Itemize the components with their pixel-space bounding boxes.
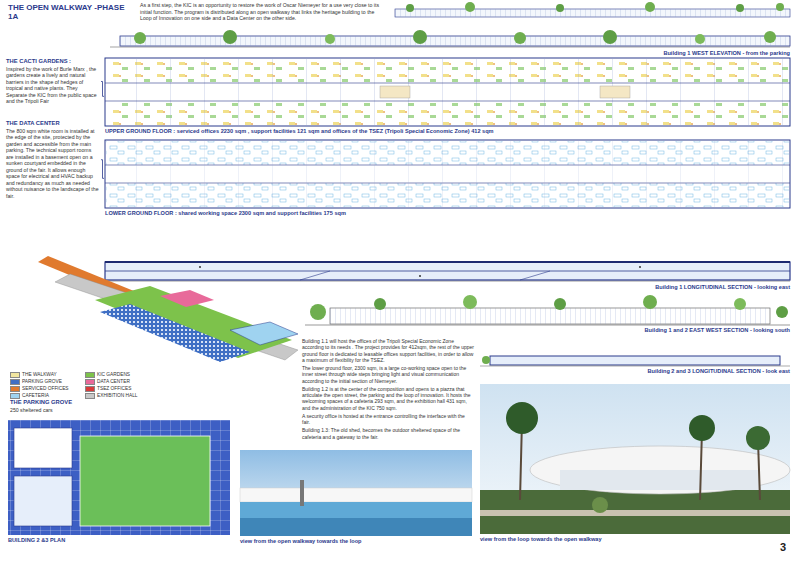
legend-row: KIC GARDENS — [85, 372, 160, 378]
legend-text: TSEZ OFFICES — [97, 386, 131, 391]
plan-buildings-2-3 — [8, 420, 230, 535]
longitudinal-section — [105, 262, 790, 281]
paragraph: Building 1.2 is at the center of the com… — [302, 386, 474, 411]
legend-row: CAFETERIA — [10, 393, 85, 399]
section-panel: Building 2 and 3 LONGITUDINAL SECTION - … — [480, 350, 790, 375]
panel-caption: Building 1 WEST ELEVATION - from the par… — [110, 50, 790, 57]
section-panel: Building 1 LONGITUDINAL SECTION - lookin… — [105, 252, 790, 291]
paragraph: Building 1.3: The old shed, becomes the … — [302, 427, 474, 440]
plan-panel: BUILDING 2 &3 PLAN — [8, 420, 230, 544]
legend-swatch — [85, 393, 95, 399]
panel-caption: view from the loop towards the open walk… — [480, 536, 790, 543]
legend-swatch — [10, 386, 20, 392]
lower-floor-plan — [105, 140, 790, 208]
legend-swatch — [85, 386, 95, 392]
panel-caption: Building 1 LONGITUDINAL SECTION - lookin… — [105, 284, 790, 291]
plan-panel: LOWER GROUND FLOOR : shared working spac… — [105, 140, 790, 217]
board-title: THE OPEN WALKWAY -PHASE 1A — [8, 3, 136, 21]
note-text: As a first step, the KIC is an opportuni… — [140, 2, 385, 22]
leader-line — [101, 81, 104, 96]
legend-row: DATA CENTER — [85, 379, 160, 385]
legend-row: THE WALKWAY — [10, 372, 85, 378]
note-text: THE PARKING GROVE — [10, 399, 72, 406]
upper-floor-plan — [105, 58, 790, 126]
block-body: The 800 sqm white room is installed at t… — [6, 128, 100, 200]
panel-caption: LOWER GROUND FLOOR : shared working spac… — [105, 210, 790, 217]
panel-caption: UPPER GROUND FLOOR : serviced offices 22… — [105, 128, 790, 135]
legend-text: DATA CENTER — [97, 379, 130, 384]
elevation-panel: Building 1 WEST ELEVATION - from the par… — [110, 28, 790, 57]
legend-row: SERVICED OFFICES — [10, 386, 85, 392]
legend-swatch — [85, 372, 95, 378]
legend-swatch — [10, 379, 20, 385]
block-body: Inspired by the work of Burle Marx , the… — [6, 66, 100, 105]
note-block: THE DATA CENTERThe 800 sqm white room is… — [6, 120, 100, 199]
text-column: Building 1.1 will host the offices of th… — [302, 338, 474, 442]
legend-text: SERVICED OFFICES — [22, 386, 69, 391]
view-panel: view from the open walkway towards the l… — [240, 450, 472, 545]
legend-text: CAFETERIA — [22, 393, 49, 398]
legend-swatch — [10, 372, 20, 378]
photo-loop-to-walkway — [480, 384, 790, 534]
view-panel: view from the loop towards the open walk… — [480, 384, 790, 543]
legend-row: PARKING GROVE — [10, 379, 85, 385]
legend-swatch — [10, 393, 20, 399]
legend-row: EXHIBITION HALL — [85, 393, 160, 399]
panel-caption: Building 1 and 2 EAST WEST SECTION - loo… — [300, 327, 790, 334]
legend-text: THE WALKWAY — [22, 372, 57, 377]
legend-text: KIC GARDENS — [97, 372, 130, 377]
legend-text: EXHIBITION HALL — [97, 393, 138, 398]
block-heading: THE CACTI GARDENS : — [6, 58, 100, 65]
legend-row: TSEZ OFFICES — [85, 386, 160, 392]
mini-elevation — [395, 2, 790, 17]
photo-walkway-to-loop — [240, 450, 472, 536]
legend: THE WALKWAY KIC GARDENS PARKING GROVE DATA … — [10, 372, 160, 399]
section-panel: Building 1 and 2 EAST WEST SECTION - loo… — [300, 294, 790, 334]
panel-caption: view from the open walkway towards the l… — [240, 538, 472, 545]
leader-line — [101, 160, 104, 179]
panel-caption: Building 2 and 3 LONGITUDINAL SECTION - … — [480, 368, 790, 375]
page-number: 3 — [780, 541, 786, 554]
east-west-section — [305, 295, 790, 325]
section-buildings-2-3 — [480, 356, 790, 366]
west-elevation — [110, 30, 790, 47]
paragraph: A security office is hosted at the entra… — [302, 413, 474, 426]
axonometric — [38, 256, 298, 362]
note-text: 250 sheltered cars — [10, 407, 53, 413]
note-block: THE CACTI GARDENS :Inspired by the work … — [6, 58, 100, 105]
legend-swatch — [85, 379, 95, 385]
block-heading: THE DATA CENTER — [6, 120, 100, 127]
legend-text: PARKING GROVE — [22, 379, 62, 384]
plan-panel: UPPER GROUND FLOOR : serviced offices 22… — [105, 58, 790, 135]
panel-caption: BUILDING 2 &3 PLAN — [8, 537, 230, 544]
paragraph: The lower ground floor, 2300 sqm, is a l… — [302, 365, 474, 384]
paragraph: Building 1.1 will host the offices of th… — [302, 338, 474, 363]
